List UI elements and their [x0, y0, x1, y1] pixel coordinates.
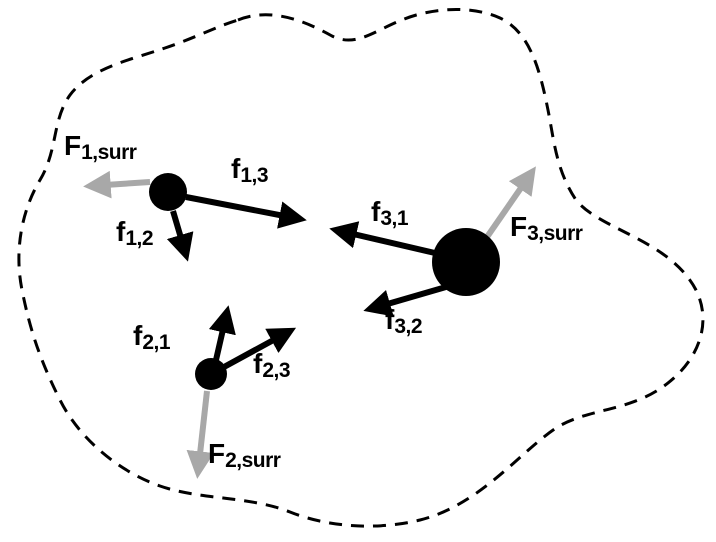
particle-3 — [432, 228, 500, 296]
label-F3-surr: F3,surr — [510, 211, 583, 245]
label-F2-surr-subscript: 2,surr — [225, 449, 281, 472]
arrow-f1-3 — [185, 194, 307, 229]
label-f3-2-subscript: 3,2 — [394, 315, 423, 338]
arrow-f3-1 — [329, 221, 436, 256]
label-f3-2-symbol: f — [385, 304, 395, 335]
label-f2-1-subscript: 2,1 — [142, 331, 171, 354]
label-f2-3-symbol: f — [253, 348, 263, 379]
label-F2-surr-symbol: F — [208, 438, 226, 469]
arrow-f3-2 — [363, 284, 447, 317]
label-F1-surr-subscript: 1,surr — [81, 141, 137, 164]
particle-2 — [195, 358, 227, 390]
label-f2-3: f2,3 — [253, 348, 291, 382]
arrow-F2-surr — [186, 390, 215, 479]
label-f1-3-symbol: f — [231, 153, 241, 184]
label-f2-1: f2,1 — [133, 320, 171, 354]
system-boundary-outline — [17, 8, 705, 528]
label-F2-surr: F2,surr — [208, 438, 281, 472]
label-F1-surr: F1,surr — [64, 130, 137, 164]
label-f3-1: f3,1 — [371, 196, 409, 230]
label-f3-1-subscript: 3,1 — [380, 207, 409, 230]
arrow-f1-2 — [166, 210, 194, 262]
label-f2-3-subscript: 2,3 — [262, 359, 291, 382]
label-f3-1-symbol: f — [371, 196, 381, 227]
label-f1-2-subscript: 1,2 — [125, 227, 154, 250]
arrow-F3-surr — [484, 166, 536, 239]
arrow-F1-surr — [83, 170, 151, 199]
label-f1-3: f1,3 — [231, 153, 269, 187]
arrow-f2-3 — [222, 327, 297, 370]
label-F3-surr-subscript: 3,surr — [527, 222, 583, 245]
label-F3-surr-symbol: F — [510, 211, 528, 242]
label-f1-2: f1,2 — [116, 216, 154, 250]
label-f1-2-symbol: f — [116, 216, 126, 247]
label-F1-surr-symbol: F — [64, 130, 82, 161]
label-f3-2: f3,2 — [385, 304, 423, 338]
arrow-f2-1 — [208, 305, 236, 361]
label-f2-1-symbol: f — [133, 320, 143, 351]
label-f1-3-subscript: 1,3 — [240, 164, 269, 187]
particle-1 — [149, 173, 187, 211]
